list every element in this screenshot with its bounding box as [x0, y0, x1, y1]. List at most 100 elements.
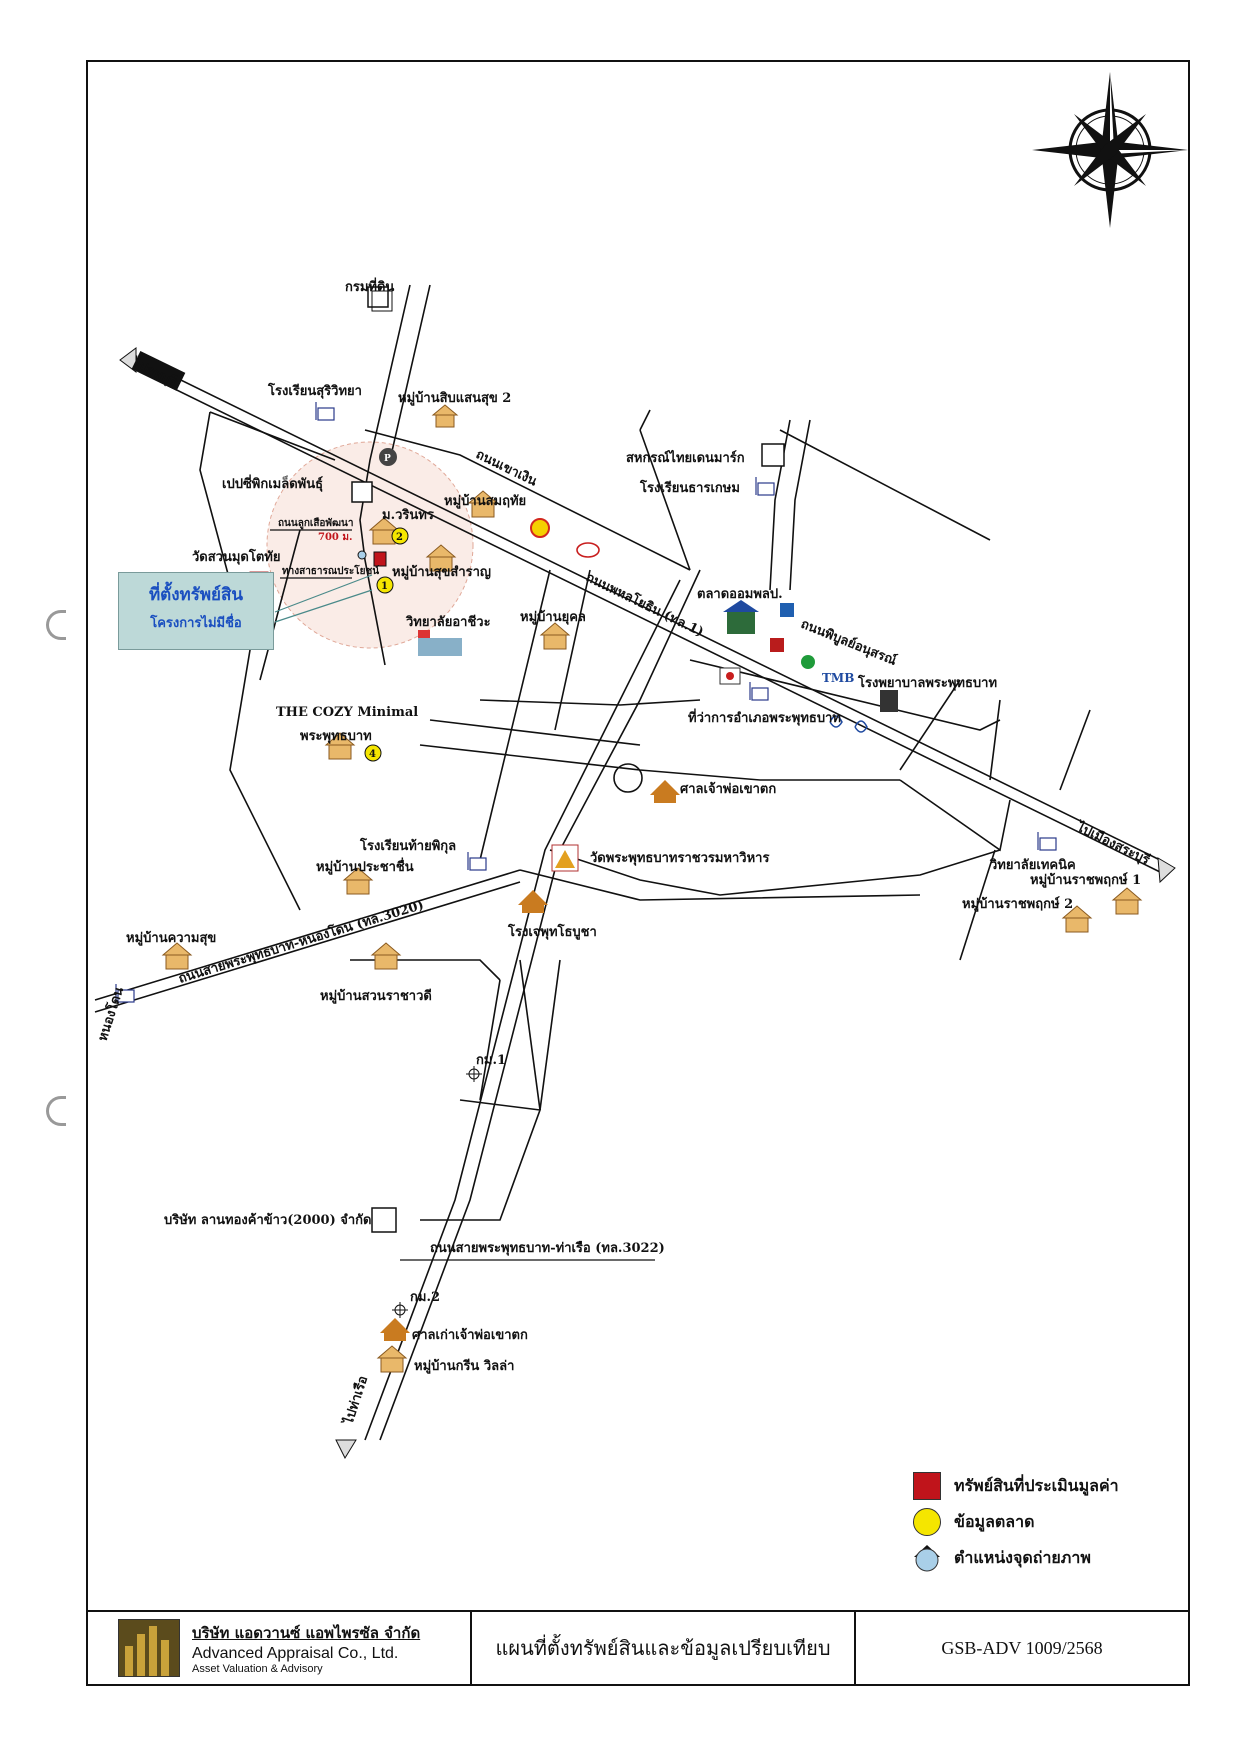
- legend-item-subject: ทรัพย์สินที่ประเมินมูลค่า: [912, 1468, 1172, 1504]
- photo-position-marker: [357, 550, 367, 560]
- svg-text:P: P: [384, 454, 391, 464]
- company-name-th: บริษัท แอดวานซ์ แอพไพรซัล จำกัด: [192, 1624, 421, 1642]
- label-village-rat-2: หมู่บ้านราชพฤกษ์ 2: [962, 896, 1073, 912]
- label-school-thai: โรงเรียนท้ายพิกุล: [359, 837, 456, 854]
- label-village-sip-saen-suk-2: หมู่บ้านสิบแสนสุข 2: [398, 390, 511, 406]
- punch-hole: [46, 610, 66, 640]
- market-marker-2: 2: [391, 527, 409, 545]
- property-location-callout: ที่ตั้งทรัพย์สิน โครงการไม่มีชื่อ: [118, 572, 274, 650]
- house-icon: [368, 517, 400, 545]
- callout-title: ที่ตั้งทรัพย์สิน: [148, 585, 244, 605]
- callout-line: [274, 574, 373, 613]
- bank-icon: [854, 720, 868, 733]
- label-wat-phra: วัดพระพุทธบาทราชวรมหาวิหาร: [590, 851, 769, 866]
- label-road-3022: ถนนสายพระพุทธบาท-ท่าเรือ (ทล.3022): [430, 1240, 665, 1256]
- parking-sign-icon: P: [379, 448, 397, 466]
- label-distance: 700 ม.: [318, 532, 352, 543]
- house-icon: [1061, 905, 1093, 933]
- school-flag-icon: [467, 852, 487, 871]
- house-icon: [431, 404, 459, 428]
- shrine-icon: [650, 780, 680, 803]
- svg-text:1: 1: [381, 581, 388, 592]
- label-school-chedi: โรงเจพุทโธบูชา: [507, 923, 597, 940]
- hospital-icon: [880, 690, 898, 712]
- radius-circle: [266, 441, 474, 649]
- red-square-icon: [912, 1471, 942, 1501]
- label-cozy-1: THE COZY Minimal: [276, 705, 418, 720]
- building-rice-co-icon: [371, 1207, 397, 1233]
- road-3020: [94, 869, 521, 1013]
- document-title: แผนที่ตั้งทรัพย์สินและข้อมูลเปรียบเทียบ: [495, 1636, 831, 1660]
- label-pepsi: เปปซี่พิกเมล็ดพันธุ์: [222, 474, 323, 492]
- label-shrine-old: ศาลเก่าเจ้าพ่อเขาตก: [412, 1327, 528, 1343]
- company-logo-icon: [118, 1619, 180, 1677]
- document-code-cell: GSB-ADV 1009/2568: [856, 1612, 1188, 1684]
- company-name-en: Advanced Appraisal Co., Ltd.: [192, 1645, 399, 1662]
- yellow-circle-icon: [912, 1507, 942, 1537]
- shrine-icon: [380, 1318, 410, 1341]
- label-market: ตลาดออมพลป.: [697, 587, 783, 602]
- callout-line: [274, 589, 373, 623]
- house-icon: [161, 942, 193, 970]
- photo-marker-icon: [912, 1543, 942, 1573]
- svg-text:4: 4: [369, 749, 376, 760]
- label-road-to-2: ทางสาธารณประโยชน์: [282, 564, 379, 577]
- label-to-saraburi: ไปเมืองสระบุรี: [1072, 817, 1152, 868]
- label-wat-suan: วัดสวนมุดโตทัย: [192, 548, 281, 565]
- school-flag-icon: [749, 682, 769, 701]
- building-pepsi-icon: [351, 481, 373, 503]
- label-village-pracha: หมู่บ้านประชาชื่น: [316, 857, 414, 875]
- road-network: [199, 284, 1091, 1441]
- market-marker-4: 4: [364, 744, 382, 762]
- label-to-nongdon: หนองโดน: [94, 985, 127, 1044]
- shell-logo-icon: [530, 518, 550, 538]
- school-flag-icon: [1037, 832, 1057, 851]
- map-legend: ทรัพย์สินที่ประเมินมูลค่า ข้อมูลตลาด ตำแ…: [912, 1468, 1172, 1576]
- legend-item-market: ข้อมูลตลาด: [912, 1504, 1172, 1540]
- label-village-suan: หมู่บ้านสวนราชาวดี: [320, 988, 432, 1004]
- label-hospital: โรงพยาบาลพระพุทธบาท: [857, 674, 997, 691]
- label-m-warin: ม.วรินทร: [382, 508, 434, 523]
- label-km2: กม.2: [410, 1290, 440, 1305]
- compass-rose-icon: [1032, 72, 1188, 228]
- label-village-rat-1: หมู่บ้านราชพฤกษ์ 1: [1030, 872, 1141, 888]
- label-to-tharuea: ไปท่าเรือ: [339, 1374, 371, 1429]
- label-km1: กม.1: [476, 1053, 506, 1068]
- school-flag-icon: [755, 477, 775, 496]
- house-icon: [425, 544, 457, 572]
- label-college-arch: วิทยาลัยอาชีวะ: [405, 614, 490, 630]
- label-tmb: TMB: [822, 671, 854, 685]
- shrine-icon: [518, 890, 548, 913]
- label-school-tharn: โรงเรียนธารเกษม: [639, 479, 740, 496]
- bank-icon: [780, 603, 794, 617]
- college-icon: [418, 630, 462, 656]
- label-village-green: หมู่บ้านกรีน วิลล่า: [414, 1358, 514, 1374]
- bank-icon: [770, 638, 784, 652]
- label-school-suri: โรงเรียนสุริวิทยา: [267, 382, 362, 399]
- label-road-phahon: ถนนพหลโยธิน (ทล.1): [583, 568, 706, 640]
- bank-icon: [829, 715, 843, 728]
- punch-hole: [46, 1096, 66, 1126]
- house-icon: [324, 732, 356, 760]
- market-marker-1: 1: [376, 576, 394, 594]
- toyota-logo-icon: [576, 542, 600, 558]
- bank-icon: [801, 655, 815, 669]
- direction-arrow-saraburi: [1157, 857, 1176, 884]
- callout-subtitle: โครงการไม่มีชื่อ: [150, 616, 242, 631]
- label-road-to-1: ถนนลูกเสือพัฒนา: [278, 517, 354, 530]
- temple-wat-phra-icon: [551, 844, 579, 872]
- school-flag-icon: [315, 402, 335, 421]
- house-icon: [1111, 887, 1143, 915]
- market-icon: [723, 600, 759, 634]
- japan-flag-icon: [719, 667, 741, 685]
- document-code: GSB-ADV 1009/2568: [941, 1637, 1103, 1658]
- label-coop: สหกรณ์ไทยเดนมาร์ก: [626, 449, 745, 466]
- footer-bar: บริษัท แอดวานซ์ แอพไพรซัล จำกัด Advanced…: [86, 1610, 1190, 1686]
- label-district-office: ที่ว่าการอำเภอพระพุทธบาท: [688, 708, 841, 726]
- label-village-somchai: หมู่บ้านสมฤทัย: [444, 493, 526, 509]
- house-icon: [539, 622, 571, 650]
- building-coop-icon: [761, 443, 785, 467]
- label-cozy-2: พระพุทธบาท: [300, 729, 372, 744]
- direction-arrow-lopburi: [119, 347, 186, 391]
- subject-property-marker: [373, 551, 387, 567]
